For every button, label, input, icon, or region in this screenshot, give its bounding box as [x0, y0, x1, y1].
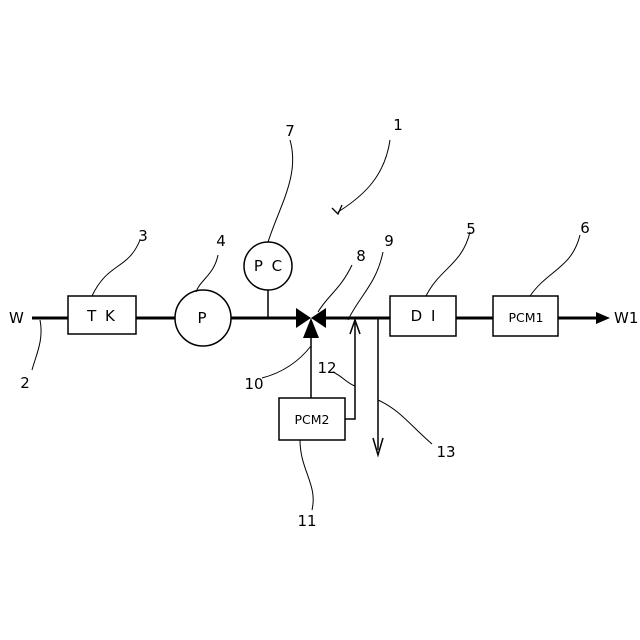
deionizer-label: D I — [411, 307, 438, 325]
leader-13 — [378, 400, 432, 444]
numeral-12: 12 — [317, 359, 336, 377]
numeral-1: 1 — [393, 116, 403, 134]
leader-11 — [300, 440, 313, 510]
pump-circle: P — [175, 290, 231, 346]
leader-6 — [530, 235, 580, 296]
inlet-label: W — [9, 309, 24, 327]
outlet-arrow-icon — [596, 312, 610, 324]
numeral-7: 7 — [285, 122, 295, 140]
numeral-10: 10 — [244, 375, 263, 393]
numeral-2: 2 — [20, 374, 30, 392]
leader-8 — [318, 265, 352, 312]
deionizer-box: D I — [390, 296, 456, 336]
leader-5 — [426, 232, 470, 296]
outlet-label: W1 — [614, 309, 638, 327]
tank-label: T K — [86, 307, 117, 325]
leader-1-arrow-icon — [332, 205, 342, 214]
pump-label: P — [197, 309, 208, 327]
leader-3 — [92, 240, 140, 296]
numeral-9: 9 — [384, 232, 394, 250]
signal-line — [345, 320, 360, 419]
numeral-4: 4 — [216, 232, 226, 250]
numeral-6: 6 — [580, 219, 590, 237]
pcm1-label: PCM1 — [508, 310, 543, 325]
tank-box: T K — [68, 296, 136, 334]
pressure-controller-label: P C — [254, 257, 284, 275]
branch-line — [372, 318, 383, 455]
leader-1 — [338, 140, 390, 212]
leader-7 — [268, 140, 293, 242]
numeral-3: 3 — [138, 227, 148, 245]
numeral-13: 13 — [436, 443, 455, 461]
leader-4 — [196, 255, 218, 292]
leader-10 — [262, 346, 311, 378]
pressure-controller: P C — [244, 242, 292, 318]
valve-icon — [296, 308, 326, 398]
numeral-8: 8 — [356, 247, 366, 265]
pcm1-box: PCM1 — [493, 296, 558, 336]
pcm2-box: PCM2 — [279, 398, 345, 440]
pcm2-label: PCM2 — [294, 412, 329, 427]
numeral-5: 5 — [466, 220, 476, 238]
numeral-11: 11 — [297, 512, 316, 530]
leader-2 — [32, 320, 41, 370]
